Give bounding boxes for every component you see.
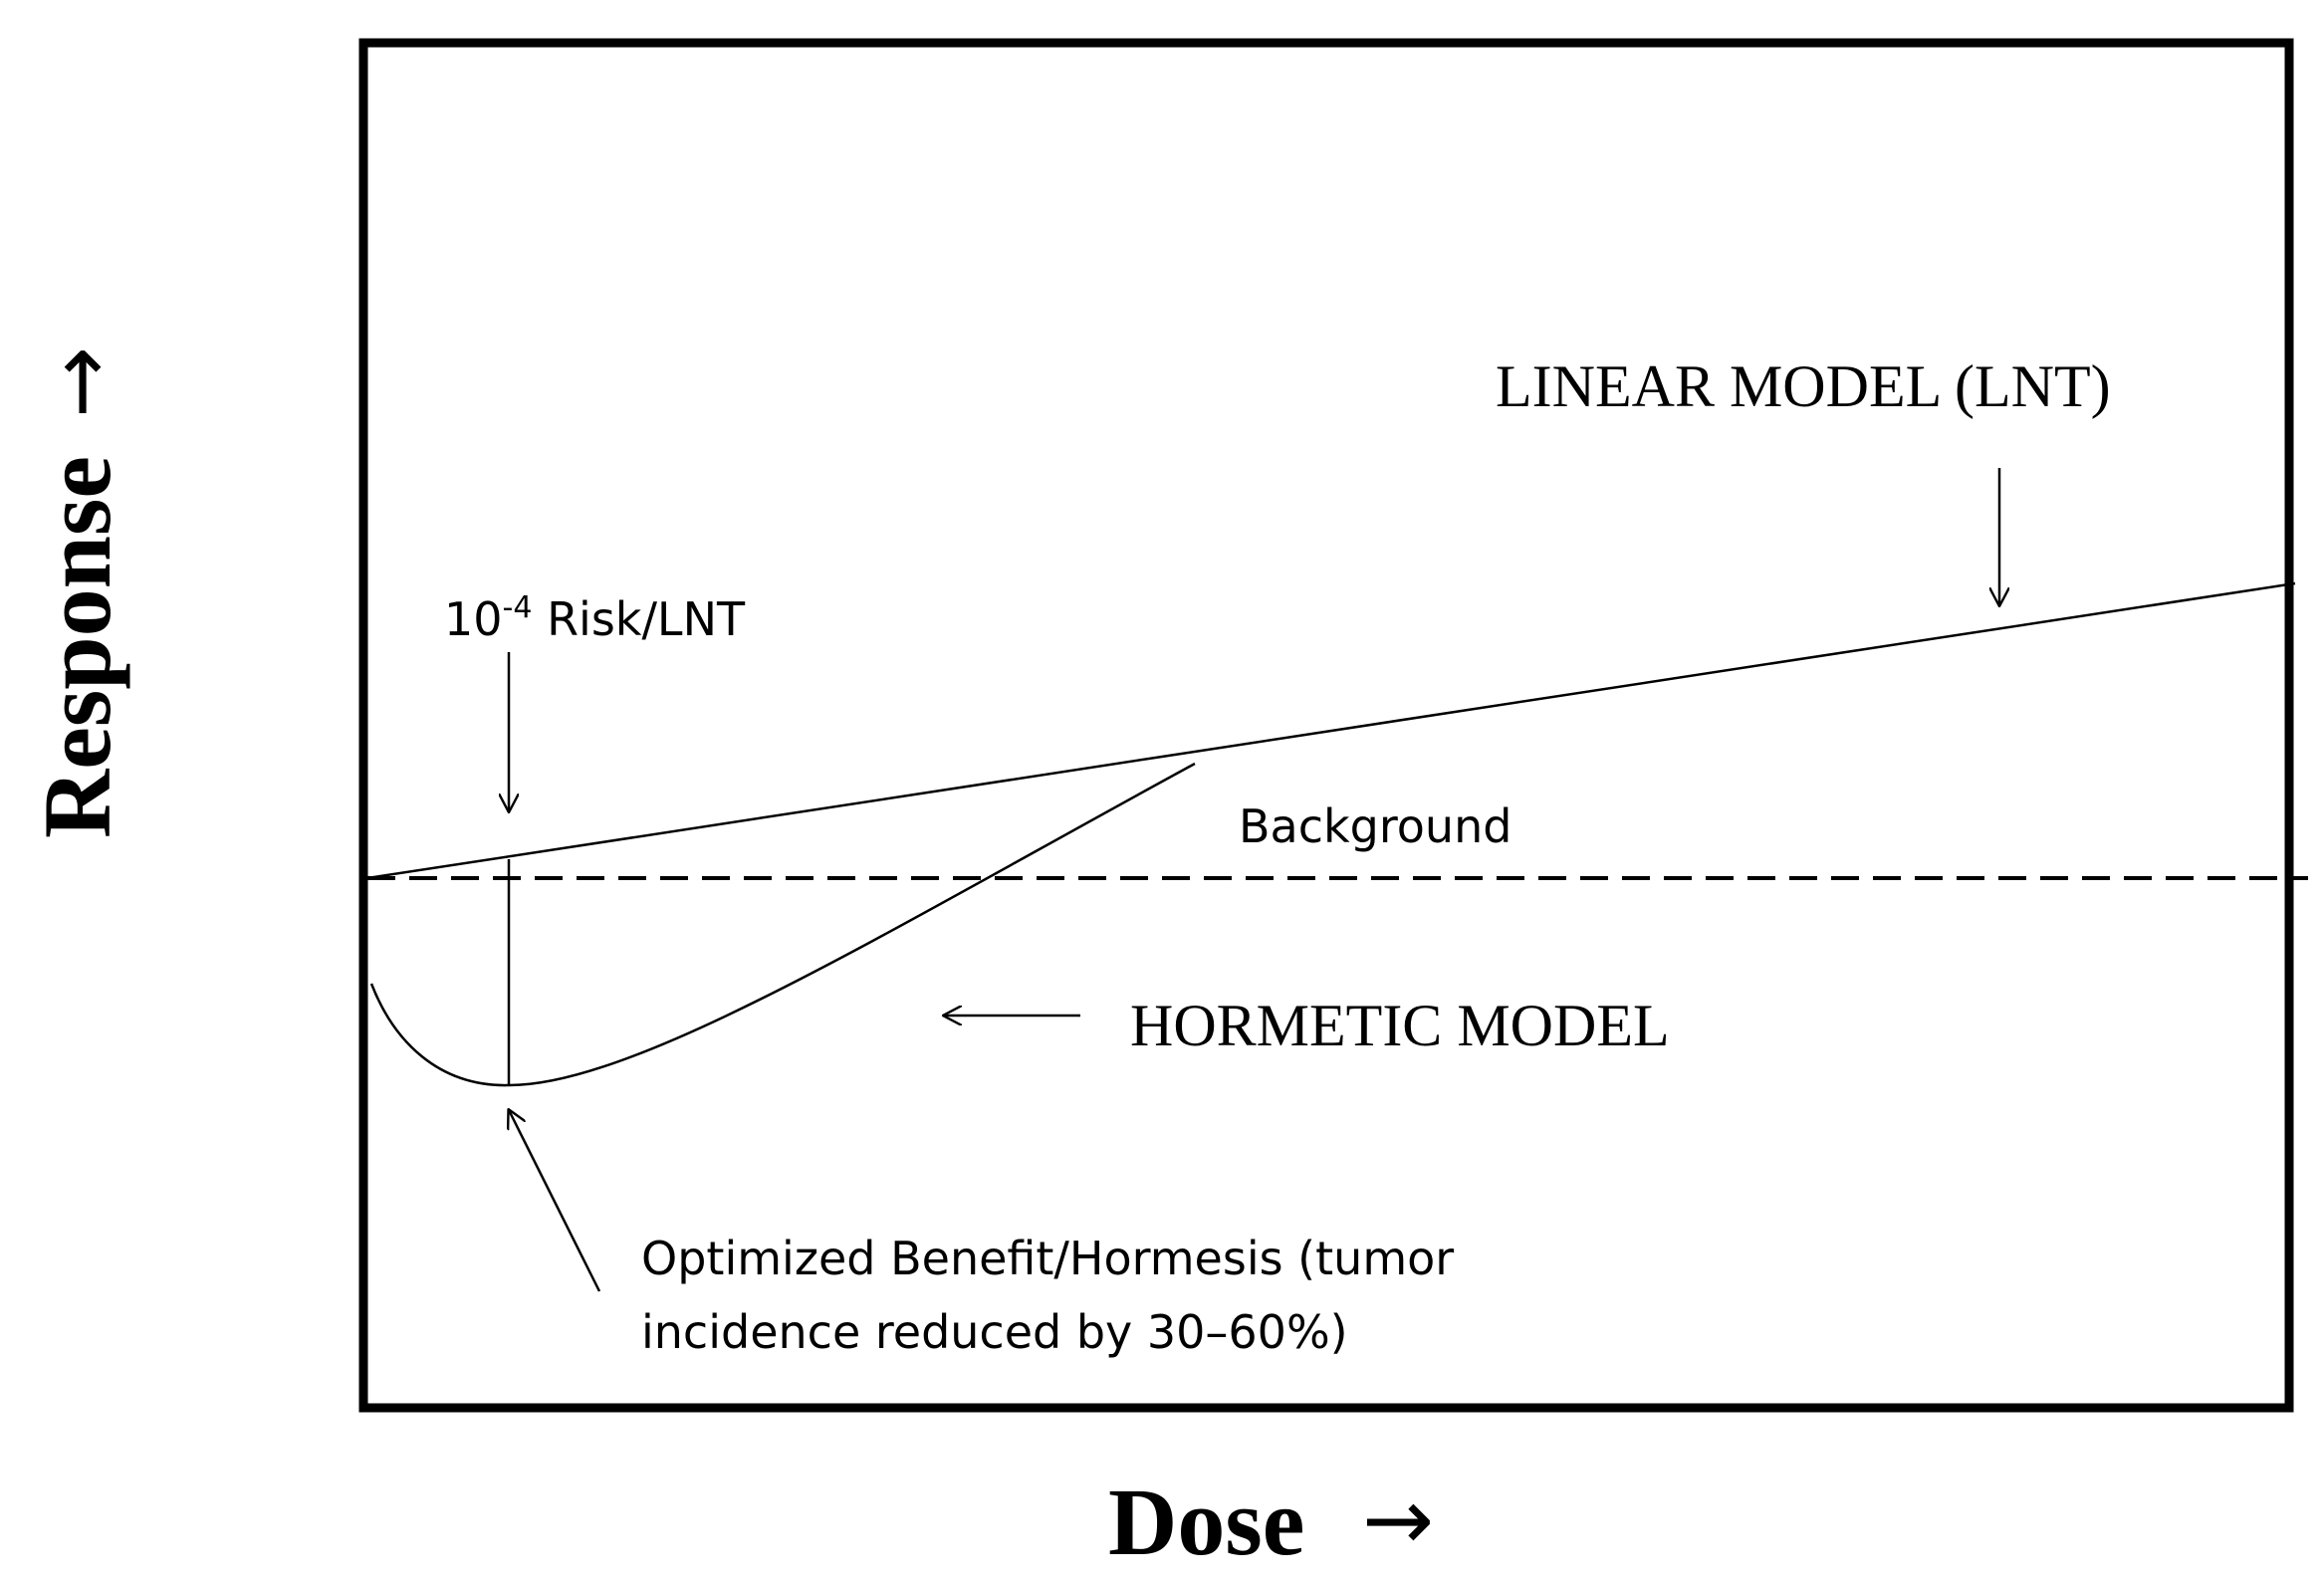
linear-model-label: LINEAR MODEL (LNT) (1496, 353, 2111, 419)
risk-label: 10-4 Risk/LNT (444, 590, 746, 646)
y-axis-label-group: Response → (24, 346, 130, 838)
x-axis-arrow-icon: → (1362, 1471, 1434, 1570)
benefit-label-line1: Optimized Benefit/Hormesis (tumor (641, 1232, 1454, 1285)
hormetic-curve (369, 762, 1196, 1087)
linear-model-line (366, 581, 2296, 880)
y-axis-label: Response (24, 456, 130, 838)
x-axis-label: Dose (1108, 1469, 1304, 1575)
risk-label-base: 10 (444, 592, 503, 646)
y-axis-arrow-icon: → (31, 346, 130, 418)
hormetic-model-label: HORMETIC MODEL (1130, 993, 1670, 1058)
risk-label-exponent: -4 (503, 590, 533, 625)
background-label: Background (1239, 799, 1511, 853)
plot-frame (358, 38, 2294, 1413)
benefit-pointer-arrow (509, 1110, 601, 1292)
benefit-label-line2: incidence reduced by 30–60%) (641, 1305, 1348, 1359)
risk-label-suffix: Risk/LNT (532, 592, 746, 646)
